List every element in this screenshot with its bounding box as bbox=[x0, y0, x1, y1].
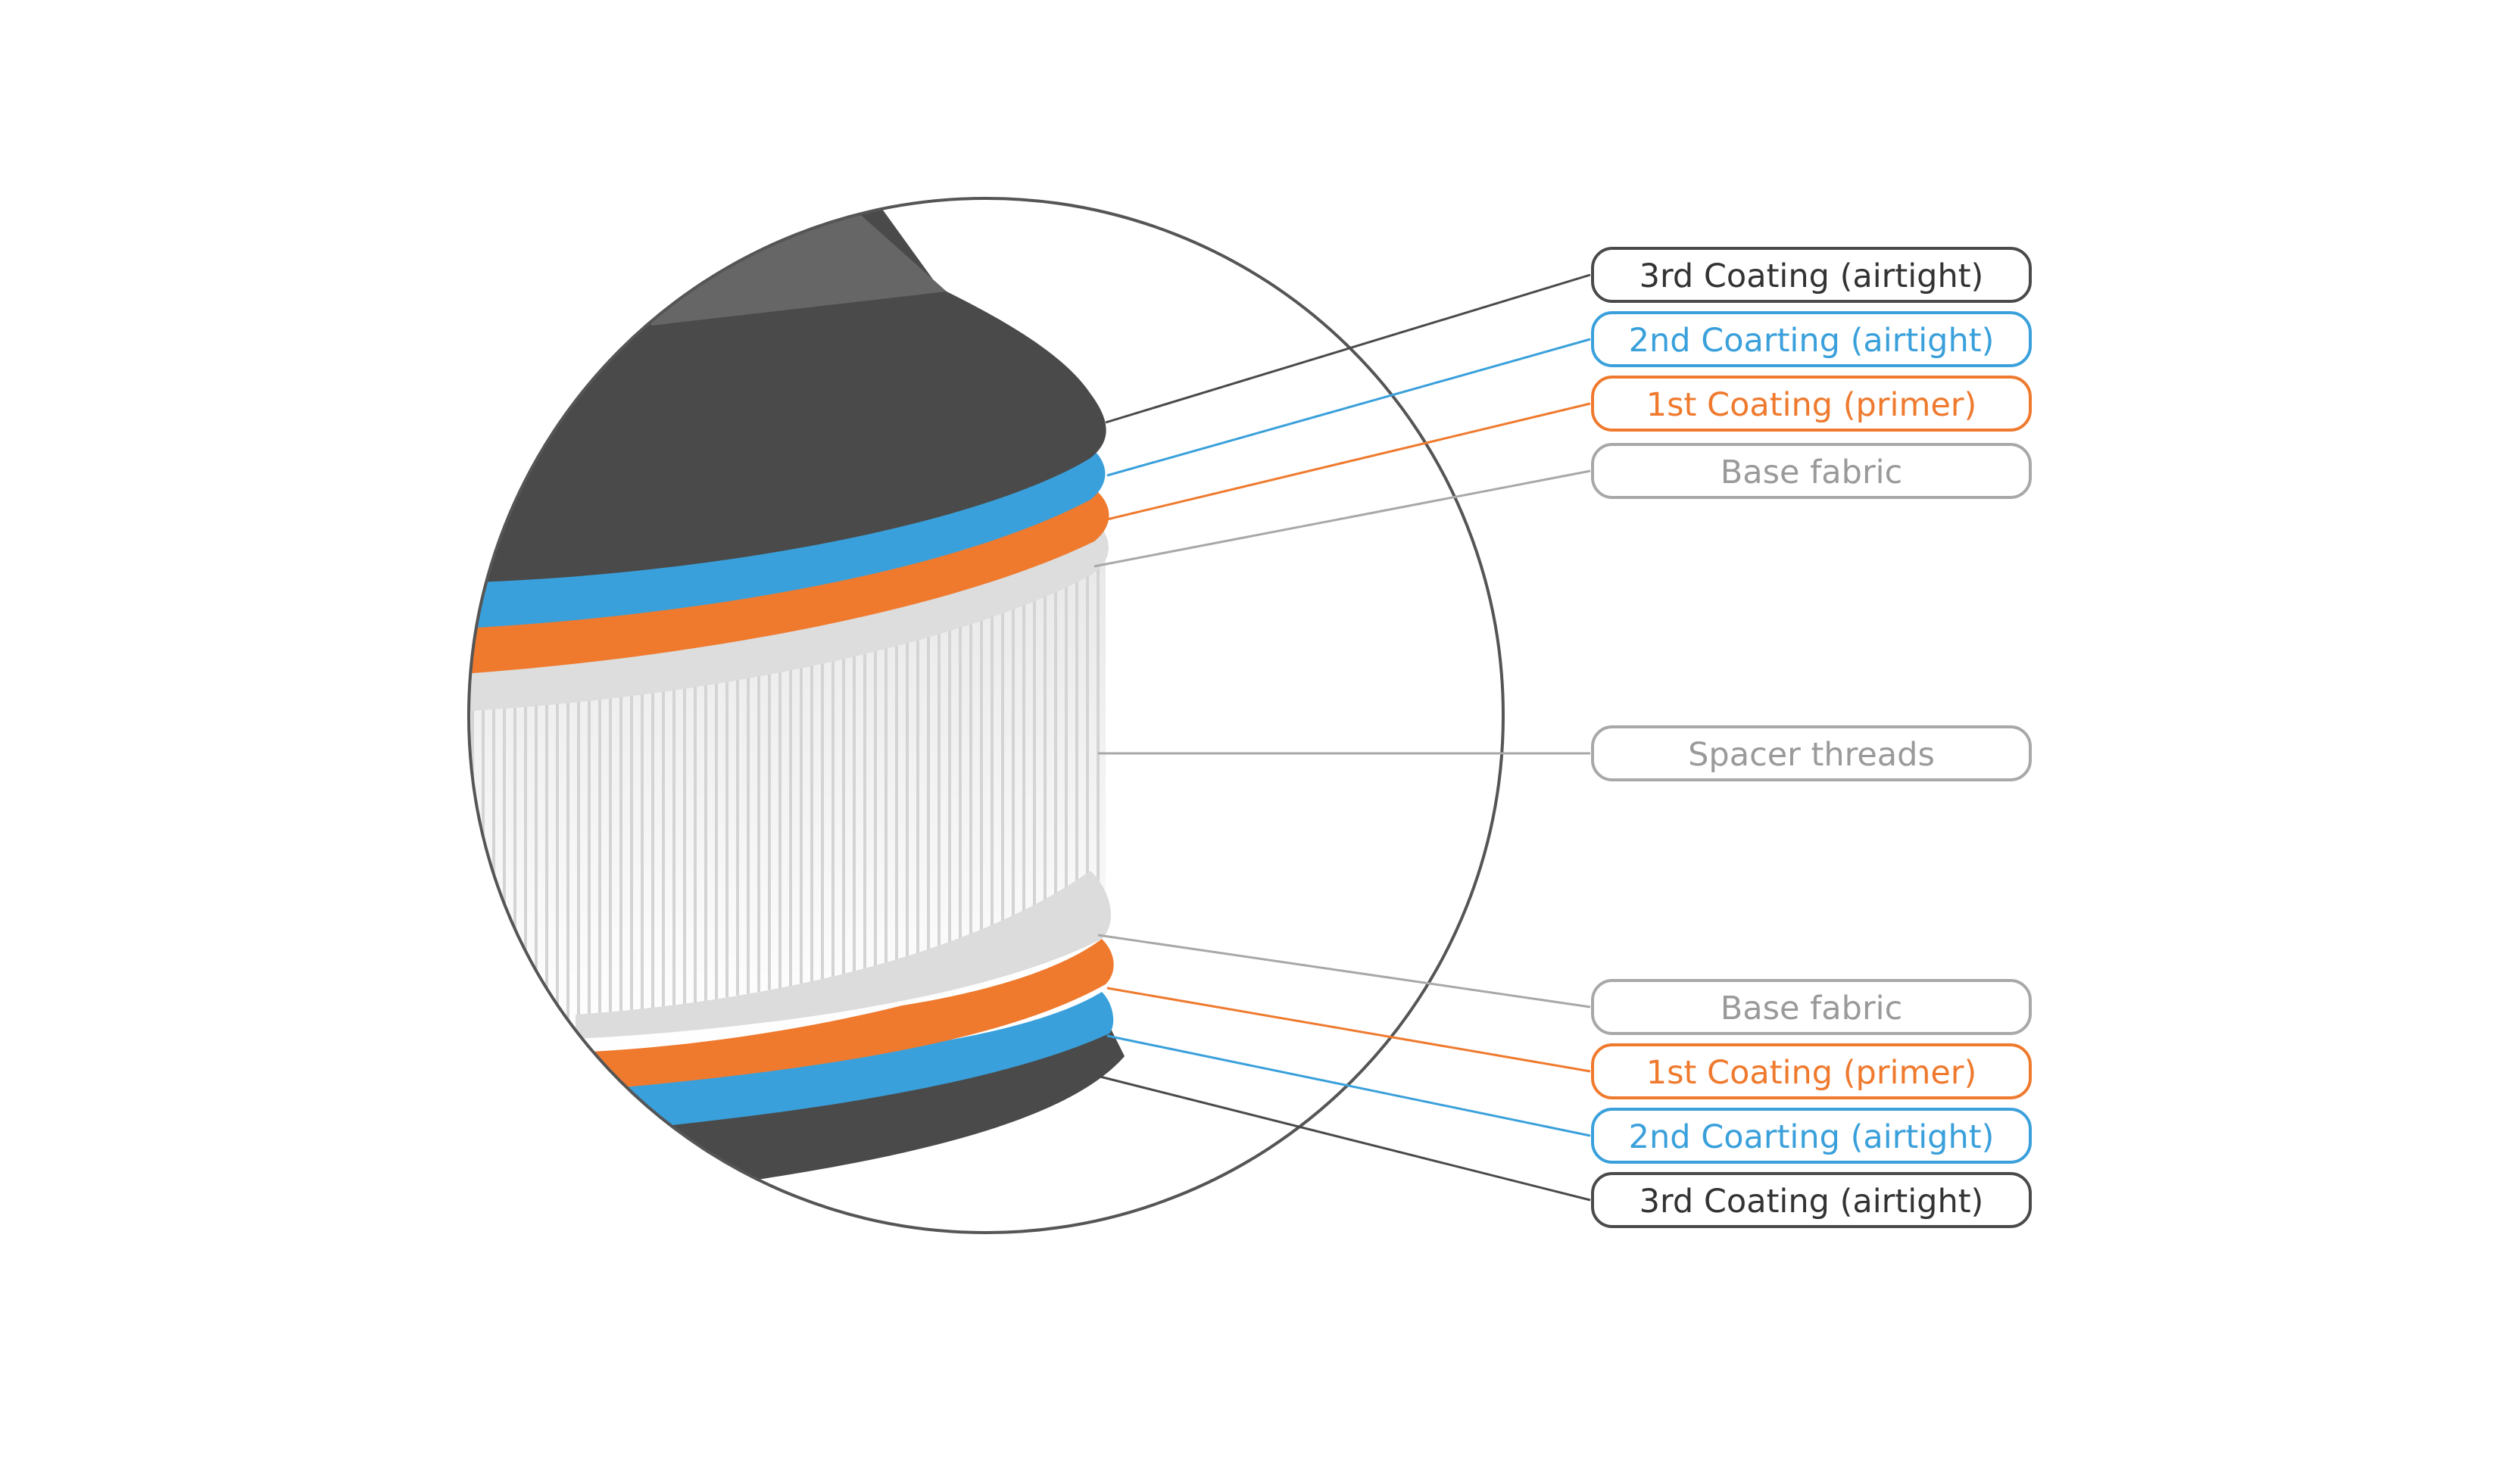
magnifier-circle bbox=[467, 197, 1505, 1234]
label-box bbox=[1591, 1108, 2032, 1164]
label-box bbox=[1591, 979, 2032, 1035]
label-top-first: 1st Coating (primer) bbox=[1591, 376, 2032, 432]
label-box bbox=[1591, 443, 2032, 499]
leader-top-third bbox=[1105, 273, 1591, 424]
label-top-second: 2nd Coarting (airtight) bbox=[1591, 311, 2032, 367]
label-bottom-second: 2nd Coarting (airtight) bbox=[1591, 1108, 2032, 1164]
leader-top-first bbox=[1106, 402, 1591, 521]
label-text: 2nd Coarting (airtight) bbox=[1629, 1118, 1995, 1156]
label-box bbox=[1591, 311, 2032, 367]
top-base-fabric-layer bbox=[469, 522, 1109, 712]
label-text: 1st Coating (primer) bbox=[1646, 386, 1977, 424]
label-top-third: 3rd Coating (airtight) bbox=[1591, 247, 2032, 303]
label-box bbox=[1591, 1043, 2032, 1099]
label-box bbox=[1591, 247, 2032, 303]
label-text: Base fabric bbox=[1721, 990, 1902, 1027]
label-text: 1st Coating (primer) bbox=[1646, 1054, 1977, 1092]
label-text: 3rd Coating (airtight) bbox=[1639, 257, 1984, 295]
leader-bottom-first bbox=[1106, 987, 1591, 1073]
label-bottom-third: 3rd Coating (airtight) bbox=[1591, 1172, 2032, 1228]
bottom-base-fabric-layer bbox=[576, 871, 1111, 1039]
label-spacer: Spacer threads bbox=[1591, 725, 2032, 781]
bottom-second-coating-layer bbox=[545, 992, 1114, 1136]
label-text: 3rd Coating (airtight) bbox=[1639, 1183, 1984, 1221]
label-top-base: Base fabric bbox=[1591, 443, 2032, 499]
label-bottom-first: 1st Coating (primer) bbox=[1591, 1043, 2032, 1099]
label-text: Base fabric bbox=[1721, 454, 1902, 491]
leader-bottom-second bbox=[1106, 1034, 1591, 1137]
spacer-thread-lines bbox=[471, 553, 1100, 1042]
label-text: 2nd Coarting (airtight) bbox=[1629, 322, 1995, 360]
fabric-cross-section bbox=[469, 198, 1125, 1211]
leader-bottom-third bbox=[1078, 1070, 1591, 1202]
label-bottom-base: Base fabric bbox=[1591, 979, 2032, 1035]
label-box bbox=[1591, 725, 2032, 781]
label-text: Spacer threads bbox=[1688, 736, 1935, 774]
leader-top-base bbox=[1094, 469, 1591, 568]
leader-top-second bbox=[1106, 338, 1591, 477]
label-box bbox=[1591, 1172, 2032, 1228]
top-first-coating-layer bbox=[469, 492, 1109, 674]
label-box bbox=[1591, 376, 2032, 432]
leader-bottom-base bbox=[1097, 934, 1591, 1009]
top-second-coating-layer bbox=[469, 450, 1106, 628]
leader-lines bbox=[1078, 273, 1591, 1202]
